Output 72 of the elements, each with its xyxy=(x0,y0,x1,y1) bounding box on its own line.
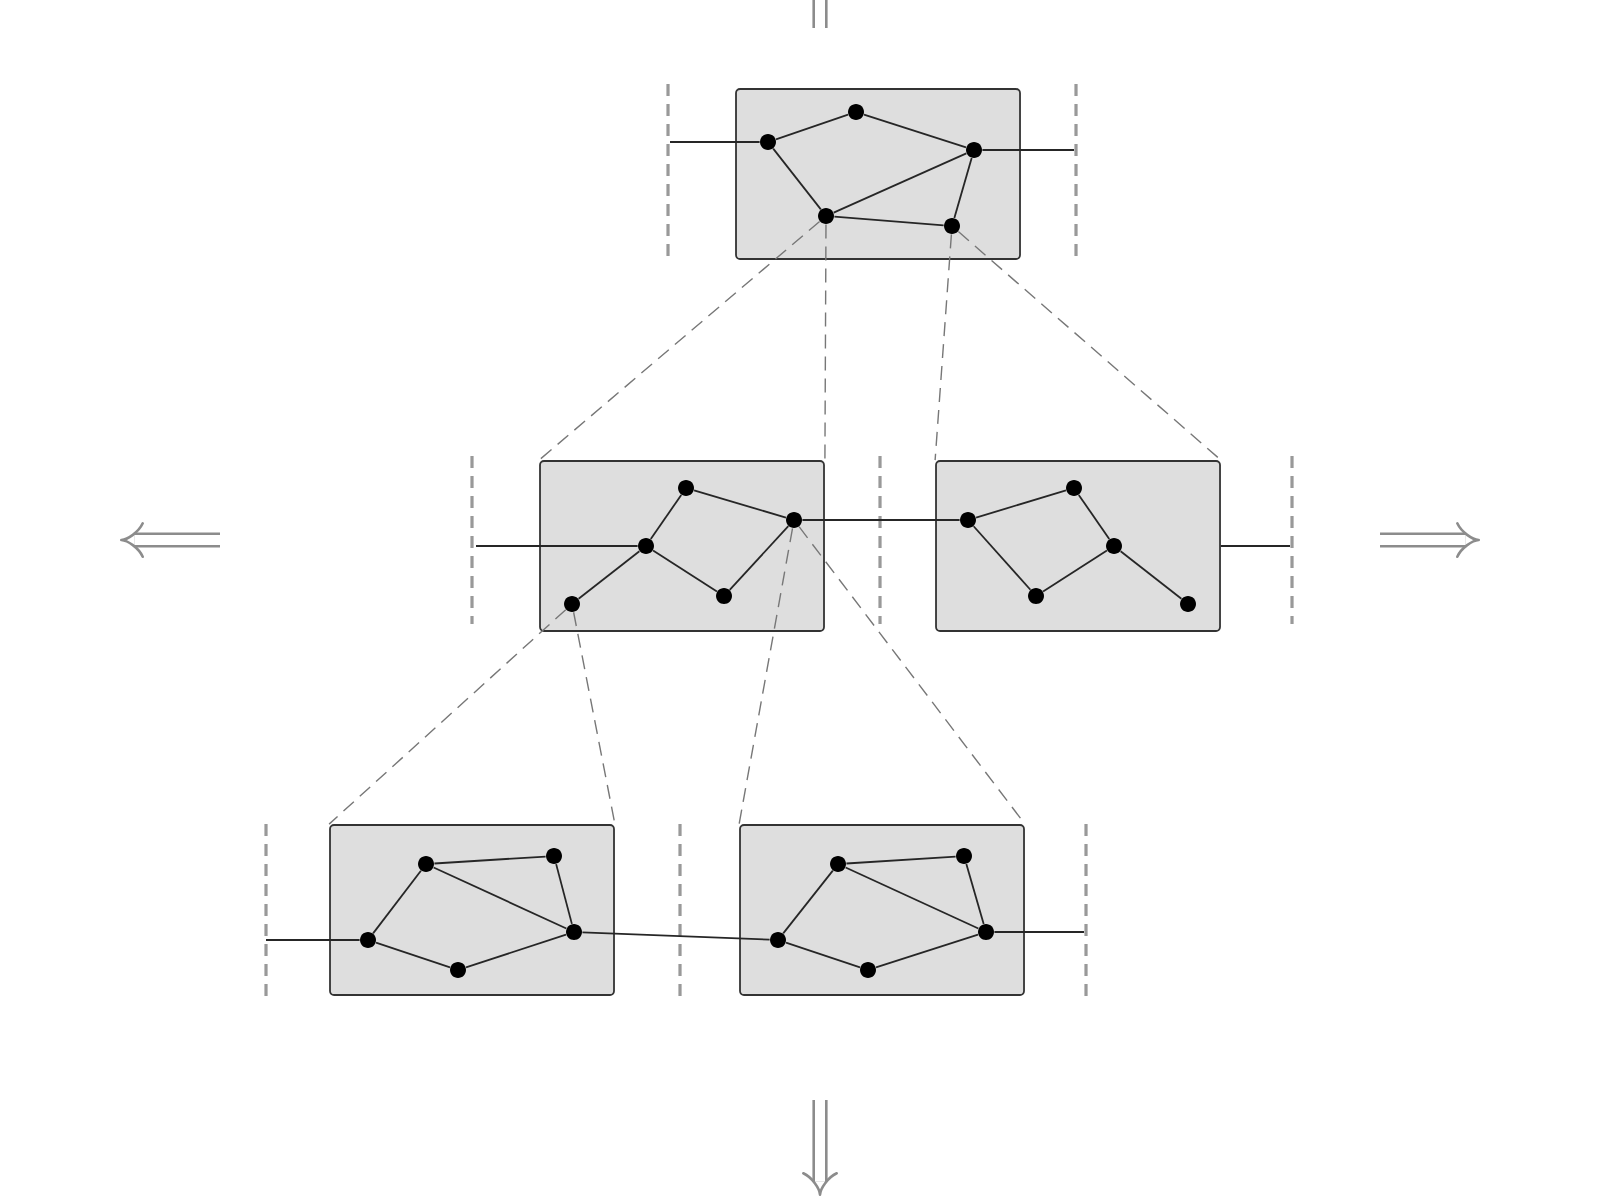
vertex-dot xyxy=(716,588,732,604)
graph-edge xyxy=(432,866,568,930)
graph-edge xyxy=(845,855,957,865)
graph-edge xyxy=(649,494,683,540)
vertex-dot xyxy=(848,104,864,120)
graph-edge xyxy=(953,157,973,219)
graph-edge xyxy=(833,215,945,227)
graph-edge xyxy=(375,941,451,969)
graph-box xyxy=(935,460,1221,632)
graph-edge xyxy=(965,863,985,925)
connector-line xyxy=(669,141,761,143)
vertex-dot xyxy=(830,856,846,872)
vertex-dot xyxy=(546,848,562,864)
graph-edge xyxy=(652,549,718,593)
vertex-dot xyxy=(1028,588,1044,604)
graph-edge xyxy=(863,113,967,149)
vertex-dot xyxy=(944,218,960,234)
graph-edge xyxy=(728,525,790,591)
graph-edge xyxy=(372,869,422,935)
connector-line xyxy=(993,931,1085,933)
graph-edge xyxy=(785,941,861,969)
graph-edge xyxy=(875,933,979,969)
graph-box xyxy=(539,460,825,632)
graph-edge xyxy=(772,147,822,211)
graph-edge xyxy=(782,869,834,935)
projection-line xyxy=(572,611,616,825)
projection-line xyxy=(934,233,953,461)
connector-line xyxy=(1220,545,1291,547)
graph-box xyxy=(739,824,1025,996)
projection-line xyxy=(824,223,827,461)
graph-edge xyxy=(465,933,567,969)
graph-edge xyxy=(1042,549,1108,593)
connector-line xyxy=(475,545,639,547)
vertex-dot xyxy=(956,848,972,864)
vertex-dot xyxy=(564,596,580,612)
vertex-dot xyxy=(418,856,434,872)
vertex-dot xyxy=(1066,480,1082,496)
graph-edge xyxy=(801,519,961,521)
graph-edge xyxy=(693,489,787,519)
graph-box xyxy=(329,824,615,996)
vertex-dot xyxy=(978,924,994,940)
projection-line xyxy=(738,527,794,825)
graph-edge xyxy=(581,931,771,941)
vertex-dot xyxy=(770,932,786,948)
graph-edge xyxy=(577,550,641,600)
connector-line xyxy=(265,939,361,941)
vertex-dot xyxy=(450,962,466,978)
connector-line xyxy=(981,149,1075,151)
vertex-dot xyxy=(678,480,694,496)
graph-edge xyxy=(775,113,849,141)
vertex-dot xyxy=(566,924,582,940)
vertex-dot xyxy=(638,538,654,554)
graph-edge xyxy=(844,866,980,930)
projection-line xyxy=(538,220,821,461)
vertex-dot xyxy=(760,134,776,150)
projection-line xyxy=(957,230,1222,461)
vertex-dot xyxy=(960,512,976,528)
graph-edge xyxy=(975,489,1067,519)
vertex-dot xyxy=(818,208,834,224)
vertex-dot xyxy=(860,962,876,978)
projection-line xyxy=(328,608,567,825)
graph-edge xyxy=(972,525,1032,591)
vertex-dot xyxy=(966,142,982,158)
graph-edge xyxy=(555,863,573,925)
graph-edge xyxy=(1077,494,1111,540)
vertex-dot xyxy=(360,932,376,948)
graph-edge xyxy=(433,855,547,865)
vertex-dot xyxy=(1180,596,1196,612)
vertex-dot xyxy=(786,512,802,528)
graph-box xyxy=(735,88,1021,260)
graph-edge xyxy=(832,152,968,214)
vertex-dot xyxy=(1106,538,1122,554)
